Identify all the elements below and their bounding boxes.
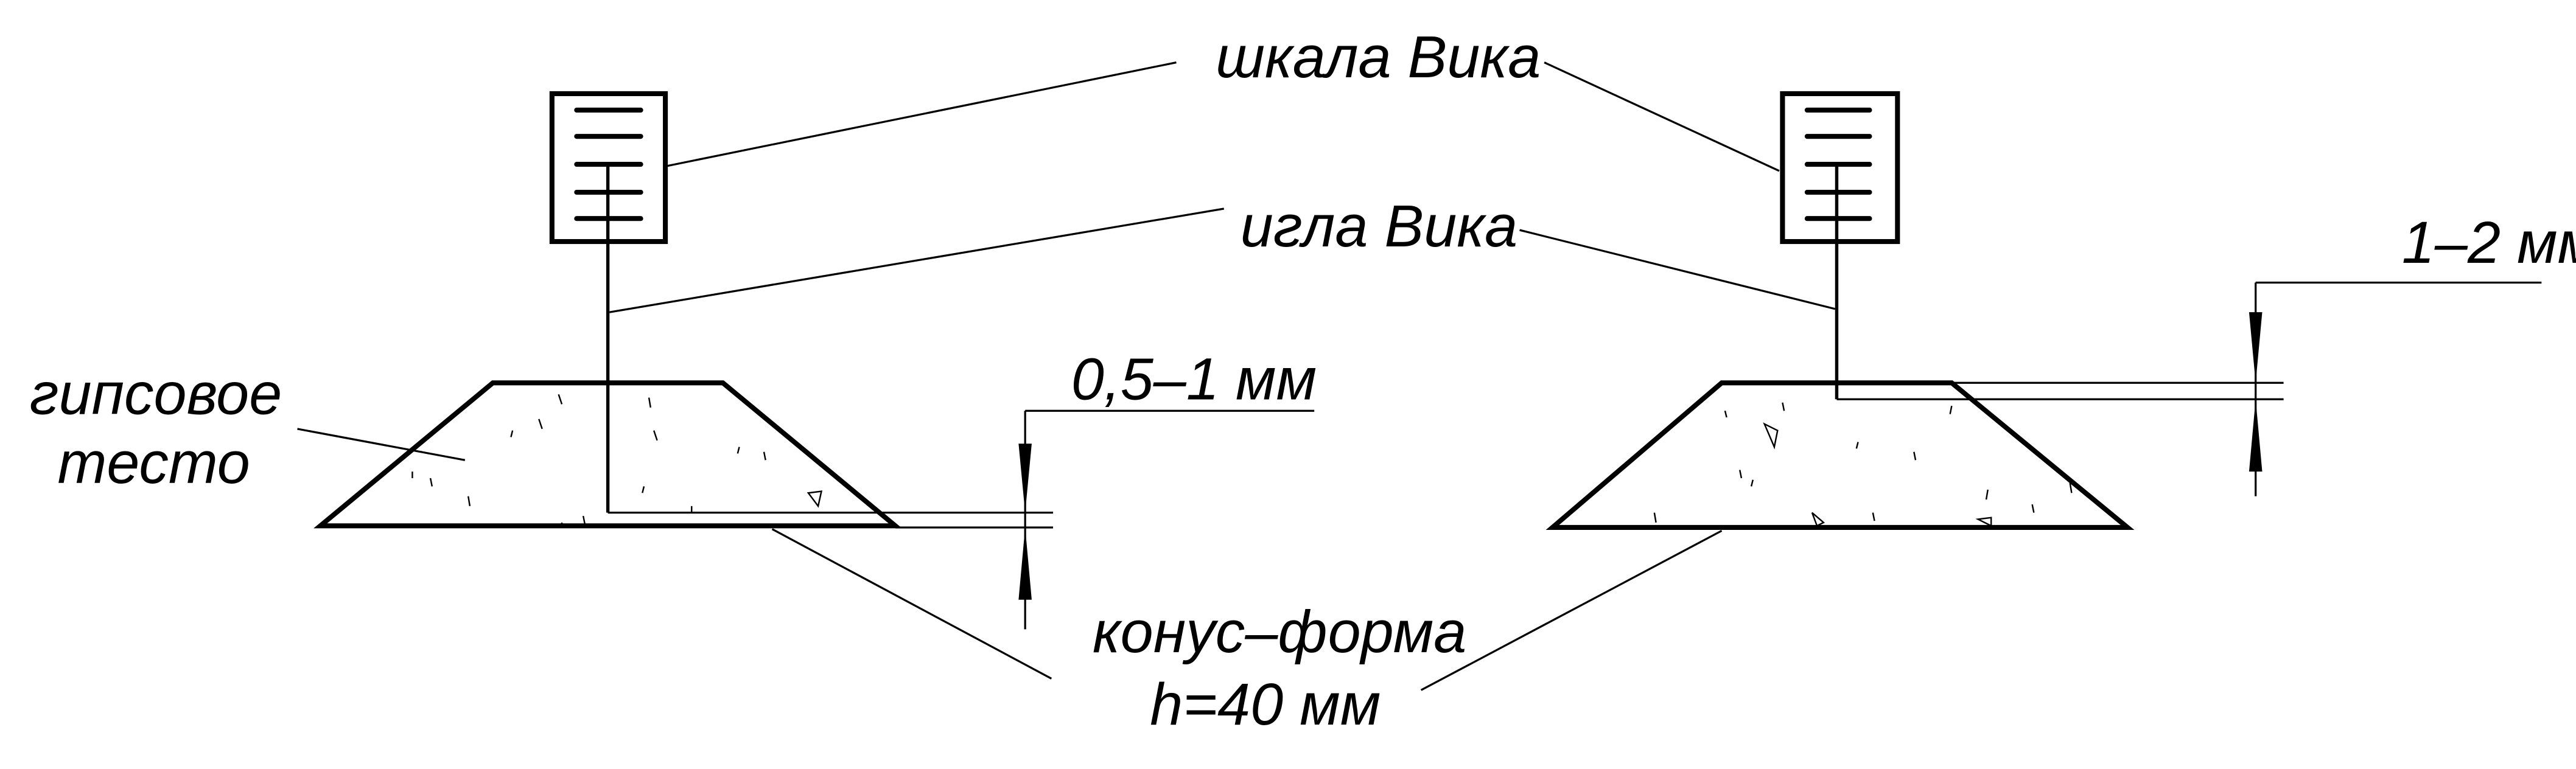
left-paste-texture [411, 394, 823, 526]
left-assembly: 0,5–1 мм [297, 61, 1317, 680]
right-cone-leader [1420, 529, 1723, 691]
arrow-up-icon [2249, 399, 2263, 472]
left-cone-mold [313, 380, 903, 529]
arrow-up-icon [1018, 527, 1032, 600]
right-gap-label: 1–2 мм [2402, 209, 2576, 276]
gypsum-paste-label-line2: тесто [57, 430, 250, 496]
right-paste-texture [1653, 402, 2073, 527]
right-vicat-scale [1780, 91, 1900, 245]
left-needle-leader [609, 207, 1225, 313]
right-scale-leader [1544, 61, 1780, 172]
left-dimension: 0,5–1 мм [607, 346, 1317, 630]
gypsum-paste-leader [297, 428, 466, 461]
cone-mold-label-line2: h=40 мм [1150, 671, 1381, 737]
left-gap-label: 0,5–1 мм [1071, 346, 1317, 412]
right-cone-mold [1545, 380, 2135, 531]
right-needle-leader [1519, 229, 1836, 310]
cone-mold-label-line1: конус–форма [1093, 599, 1466, 665]
right-dimension: 1–2 мм [1836, 209, 2576, 496]
vicat-needle-label: игла Вика [1241, 193, 1517, 259]
arrow-down-icon [1018, 444, 1032, 513]
left-cone-leader [771, 528, 1052, 680]
vicat-scale-label: шкала Вика [1216, 24, 1541, 90]
left-scale-leader [667, 61, 1177, 167]
gypsum-paste-label-line1: гипсовое [30, 361, 282, 427]
right-assembly: 1–2 мм [1420, 61, 2576, 691]
arrow-down-icon [2249, 312, 2263, 383]
